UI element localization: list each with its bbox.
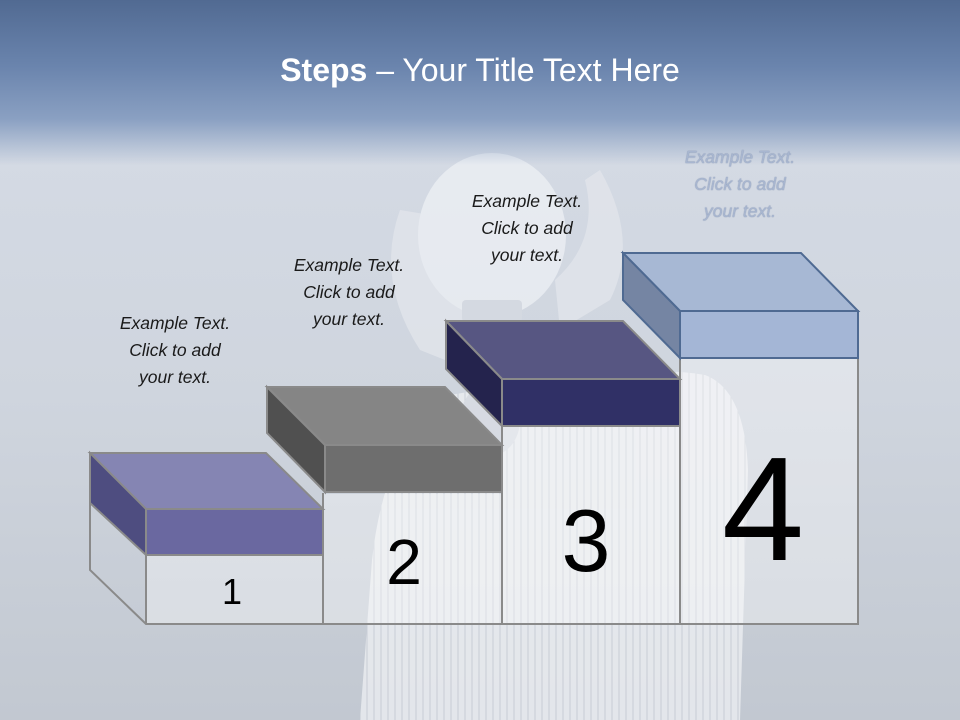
slide-title[interactable]: Steps – Your Title Text Here <box>0 52 960 89</box>
step-2-block[interactable] <box>264 384 505 495</box>
title-band <box>0 0 960 165</box>
title-bold: Steps <box>280 52 368 88</box>
step-4-block[interactable] <box>620 250 861 361</box>
step-2-number: 2 <box>386 526 422 598</box>
step-4-caption[interactable]: Example Text. Click to add your text. <box>650 144 830 225</box>
caption-line: Example Text. <box>684 147 796 167</box>
step-3-number: 3 <box>562 491 611 590</box>
step-1-block[interactable] <box>87 450 326 558</box>
caption-line: Click to add <box>129 340 221 360</box>
step-1-number: 1 <box>222 571 242 612</box>
step-4-number: 4 <box>722 427 804 592</box>
caption-line: your text. <box>139 367 211 387</box>
caption-line: Example Text. <box>293 255 405 275</box>
caption-line: Click to add <box>694 174 786 194</box>
step-2-caption[interactable]: Example Text. Click to add your text. <box>259 252 439 333</box>
caption-line: your text. <box>704 201 776 221</box>
step-3-caption[interactable]: Example Text. Click to add your text. <box>437 188 617 269</box>
caption-line: Example Text. <box>119 313 231 333</box>
caption-line: Example Text. <box>471 191 583 211</box>
title-rest: – Your Title Text Here <box>367 52 680 88</box>
step-1-caption[interactable]: Example Text. Click to add your text. <box>85 310 265 391</box>
step-3-block[interactable] <box>443 318 683 429</box>
caption-line: Click to add <box>481 218 573 238</box>
riser-fills <box>147 359 857 623</box>
caption-line: your text. <box>491 245 563 265</box>
caption-line: Click to add <box>303 282 395 302</box>
caption-line: your text. <box>313 309 385 329</box>
